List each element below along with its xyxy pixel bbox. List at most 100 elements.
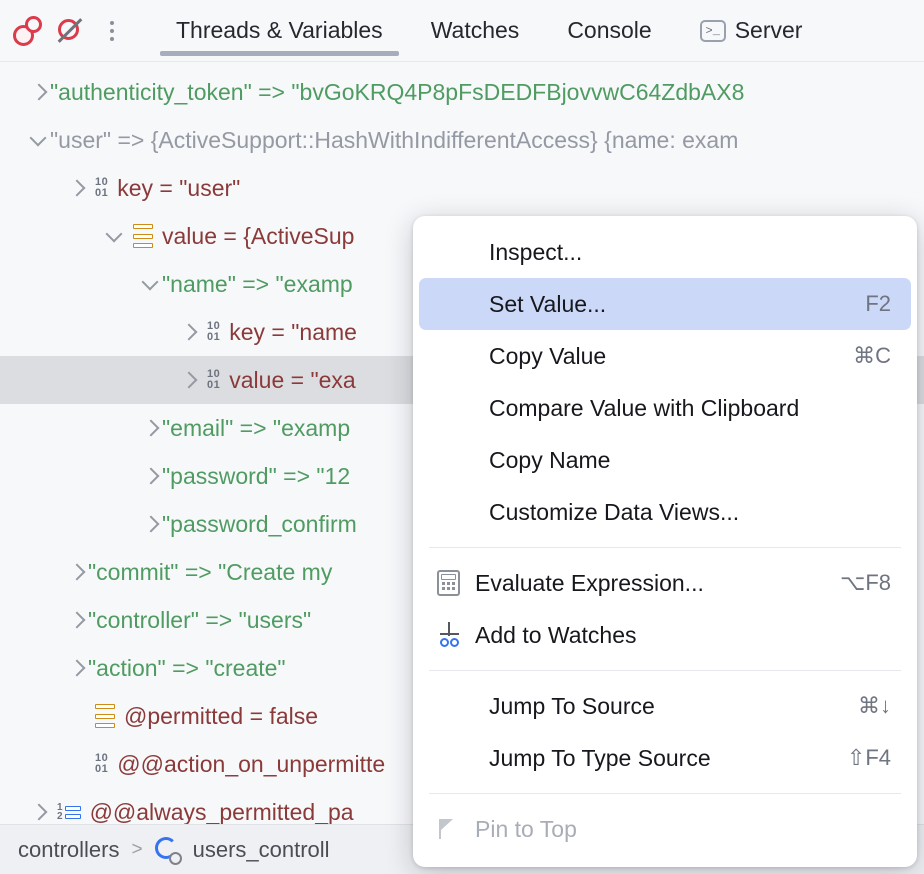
calculator-icon bbox=[437, 570, 471, 596]
mute-breakpoints-icon bbox=[56, 17, 84, 45]
menu-item-copy-value[interactable]: Copy Value ⌘C bbox=[419, 330, 911, 382]
toolbar-icon-group bbox=[0, 13, 130, 49]
tree-row[interactable]: "authenticity_token" => "bvGoKRQ4P8pFsDE… bbox=[0, 68, 924, 116]
chevron-right-icon[interactable] bbox=[178, 321, 200, 343]
tree-row-label: "authenticity_token" => "bvGoKRQ4P8pFsDE… bbox=[50, 78, 745, 105]
menu-item-label: Jump To Source bbox=[489, 692, 655, 719]
tree-row-label: "controller" => "users" bbox=[88, 606, 312, 633]
menu-item-label: Jump To Type Source bbox=[489, 744, 711, 771]
menu-item-pin-to-top: Pin to Top bbox=[419, 803, 911, 855]
tree-row-label: key = "user" bbox=[117, 174, 241, 201]
chevron-right-icon[interactable] bbox=[140, 513, 162, 535]
menu-separator bbox=[429, 547, 901, 548]
tree-row-label: @@always_permitted_pa bbox=[89, 798, 354, 825]
more-options-icon bbox=[110, 20, 114, 41]
chevron-right-icon[interactable] bbox=[28, 81, 50, 103]
breakpoints-button[interactable] bbox=[10, 13, 46, 49]
tree-row-label: value = {ActiveSup bbox=[162, 222, 355, 249]
menu-item-shortcut: ⌥F8 bbox=[839, 570, 891, 595]
tree-row[interactable]: "name" => "examp bbox=[0, 260, 924, 308]
tab-watches[interactable]: Watches bbox=[407, 0, 544, 61]
ruby-controller-icon bbox=[154, 836, 182, 865]
tab-label: Console bbox=[567, 17, 652, 43]
mute-breakpoints-button[interactable] bbox=[52, 13, 88, 49]
tree-row-label: "commit" => "Create my bbox=[88, 558, 333, 585]
tree-row-label: "user" => {ActiveSupport::HashWithIndiff… bbox=[50, 126, 739, 153]
tab-server[interactable]: >_ Server bbox=[676, 0, 827, 61]
tree-row-label: @@action_on_unpermitte bbox=[117, 750, 386, 777]
menu-item-shortcut: F2 bbox=[865, 291, 891, 316]
tree-row[interactable]: value = {ActiveSup bbox=[0, 212, 924, 260]
chevron-right-icon[interactable] bbox=[28, 801, 50, 823]
menu-item-add-to-watches[interactable]: Add to Watches bbox=[419, 609, 911, 661]
hash-type-icon bbox=[95, 704, 115, 728]
terminal-icon: >_ bbox=[699, 19, 726, 42]
breadcrumb-item-users-controller[interactable]: users_controll bbox=[192, 836, 330, 862]
chevron-down-icon[interactable] bbox=[28, 129, 50, 151]
menu-item-shortcut: ⌘C bbox=[853, 343, 891, 368]
breakpoints-icon bbox=[13, 15, 43, 46]
menu-item-shortcut: ⇧F4 bbox=[846, 745, 891, 770]
chevron-right-icon[interactable] bbox=[140, 465, 162, 487]
menu-item-label: Compare Value with Clipboard bbox=[489, 394, 800, 421]
menu-item-customize-data-views[interactable]: Customize Data Views... bbox=[419, 486, 911, 538]
tree-row-label: "password" => "12 bbox=[162, 462, 351, 489]
tree-row[interactable]: @permitted = false bbox=[0, 692, 924, 740]
tree-row[interactable]: "email" => "examp bbox=[0, 404, 924, 452]
tree-row[interactable]: "user" => {ActiveSupport::HashWithIndiff… bbox=[0, 116, 924, 164]
tree-row-label: @permitted = false bbox=[124, 702, 319, 729]
chevron-right-icon[interactable] bbox=[66, 657, 88, 679]
menu-item-jump-to-source[interactable]: Jump To Source ⌘↓ bbox=[419, 680, 911, 732]
tree-row[interactable]: "password" => "12 bbox=[0, 452, 924, 500]
more-options-button[interactable] bbox=[94, 13, 130, 49]
menu-separator bbox=[429, 670, 901, 671]
chevron-right-icon[interactable] bbox=[66, 177, 88, 199]
breadcrumb-separator-icon: > bbox=[131, 838, 143, 860]
menu-item-inspect[interactable]: Inspect... bbox=[419, 226, 911, 278]
chevron-down-icon[interactable] bbox=[140, 273, 162, 295]
tree-row-label: "password_confirm bbox=[162, 510, 357, 537]
tree-row[interactable]: "password_confirm bbox=[0, 500, 924, 548]
menu-item-jump-to-type-source[interactable]: Jump To Type Source ⇧F4 bbox=[419, 732, 911, 784]
tab-label: Server bbox=[734, 17, 803, 43]
menu-item-copy-name[interactable]: Copy Name bbox=[419, 434, 911, 486]
menu-item-evaluate-expression[interactable]: Evaluate Expression... ⌥F8 bbox=[419, 557, 911, 609]
tree-row-label: value = "exa bbox=[229, 366, 356, 393]
menu-item-label: Copy Name bbox=[489, 446, 611, 473]
menu-item-label: Customize Data Views... bbox=[489, 498, 740, 525]
tree-row[interactable]: "action" => "create" bbox=[0, 644, 924, 692]
menu-item-label: Pin to Top bbox=[475, 815, 577, 842]
debugger-toolbar: Threads & Variables Watches Console >_ S… bbox=[0, 0, 924, 62]
tree-row-label: key = "name bbox=[229, 318, 357, 345]
chevron-right-icon[interactable] bbox=[140, 417, 162, 439]
menu-item-compare-value-with-clipboard[interactable]: Compare Value with Clipboard bbox=[419, 382, 911, 434]
menu-item-shortcut: ⌘↓ bbox=[858, 693, 891, 718]
menu-item-label: Evaluate Expression... bbox=[475, 569, 704, 596]
breadcrumb-item-controllers[interactable]: controllers bbox=[18, 836, 120, 862]
tree-row-label: "action" => "create" bbox=[88, 654, 286, 681]
tab-threads-and-variables[interactable]: Threads & Variables bbox=[152, 0, 407, 61]
context-menu[interactable]: Inspect... Set Value... F2 Copy Value ⌘C… bbox=[413, 216, 917, 867]
flag-icon bbox=[437, 817, 471, 841]
menu-separator bbox=[429, 793, 901, 794]
tree-row-label: "name" => "examp bbox=[162, 270, 353, 297]
chevron-right-icon[interactable] bbox=[66, 609, 88, 631]
tree-row[interactable]: "commit" => "Create my bbox=[0, 548, 924, 596]
tab-label: Threads & Variables bbox=[176, 17, 383, 43]
chevron-down-icon[interactable] bbox=[104, 225, 126, 247]
tree-row[interactable]: "controller" => "users" bbox=[0, 596, 924, 644]
tab-console[interactable]: Console bbox=[543, 0, 675, 61]
tree-row-label: "email" => "examp bbox=[162, 414, 351, 441]
chevron-right-icon[interactable] bbox=[178, 369, 200, 391]
chevron-right-icon[interactable] bbox=[66, 561, 88, 583]
menu-item-set-value[interactable]: Set Value... F2 bbox=[419, 278, 911, 330]
menu-item-label: Set Value... bbox=[489, 290, 607, 317]
